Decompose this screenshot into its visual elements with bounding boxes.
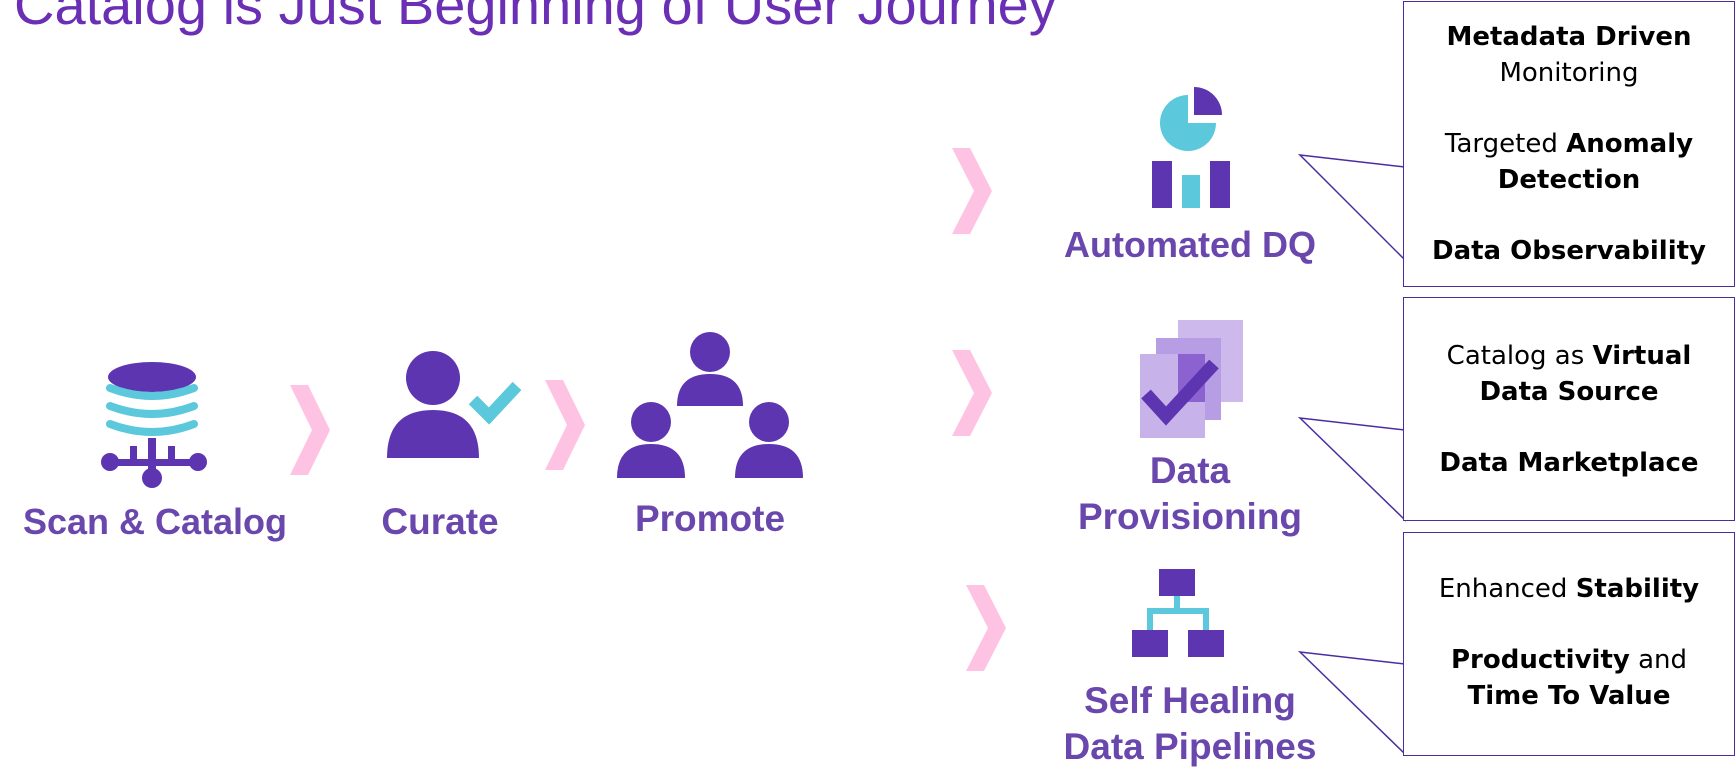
chevron-right-icon: [952, 350, 992, 436]
outcome-label-data-provisioning: Data Provisioning: [1040, 448, 1340, 541]
callout-text: Targeted: [1444, 128, 1567, 159]
callout-self-healing: Enhanced Stability Productivity and Time…: [1403, 532, 1735, 756]
callout-text: Virtual: [1592, 341, 1692, 371]
callout-text: Detection: [1497, 164, 1641, 195]
chevron-right-icon: [952, 148, 992, 234]
outcome-label-self-healing: Self Healing Data Pipelines: [1010, 678, 1370, 771]
chevron-right-icon: [966, 585, 1006, 671]
callout-text: Metadata Driven: [1446, 22, 1692, 52]
chevron-right-icon: [545, 380, 585, 470]
callout-text: Data Marketplace: [1439, 447, 1699, 478]
chevron-right-icon: [290, 385, 330, 475]
pie-bar-chart-icon: [1152, 87, 1230, 208]
people-network-icon: [617, 332, 803, 478]
outcome-label-line: Data Pipelines: [1063, 726, 1317, 768]
outcome-label-line: Provisioning: [1077, 496, 1303, 538]
outcome-label-line: Data: [1149, 450, 1231, 491]
callout-text: Catalog as: [1446, 341, 1593, 371]
callout-text: Data Source: [1479, 376, 1659, 407]
callout-text: Data Observability: [1431, 235, 1706, 266]
stage-label-curate: Curate: [381, 501, 499, 542]
callout-text: Enhanced: [1438, 574, 1576, 604]
callout-data-provisioning: Catalog as Virtual Data Source Data Mark…: [1403, 297, 1735, 521]
callout-automated-dq: Metadata Driven Monitoring Targeted Anom…: [1403, 1, 1735, 287]
outcome-label-automated-dq: Automated DQ: [1064, 224, 1316, 265]
slide-title: Catalog is Just Beginning of User Journe…: [14, 0, 1057, 36]
callout-text: Monitoring: [1499, 57, 1639, 88]
callout-text: Anomaly: [1566, 128, 1694, 159]
database-network-icon: [101, 362, 207, 488]
callout-text: Stability: [1575, 574, 1700, 604]
outcome-label-line: Self Healing: [1084, 680, 1296, 721]
stage-label-promote: Promote: [634, 498, 786, 539]
layered-check-icon: [1140, 320, 1243, 438]
user-check-icon: [387, 351, 522, 458]
callout-text: and: [1629, 644, 1688, 675]
callout-text: Time To Value: [1467, 680, 1671, 711]
hierarchy-icon: [1132, 569, 1224, 657]
stage-label-scan-catalog: Scan & Catalog: [22, 501, 288, 542]
callout-text: Productivity: [1450, 644, 1630, 675]
